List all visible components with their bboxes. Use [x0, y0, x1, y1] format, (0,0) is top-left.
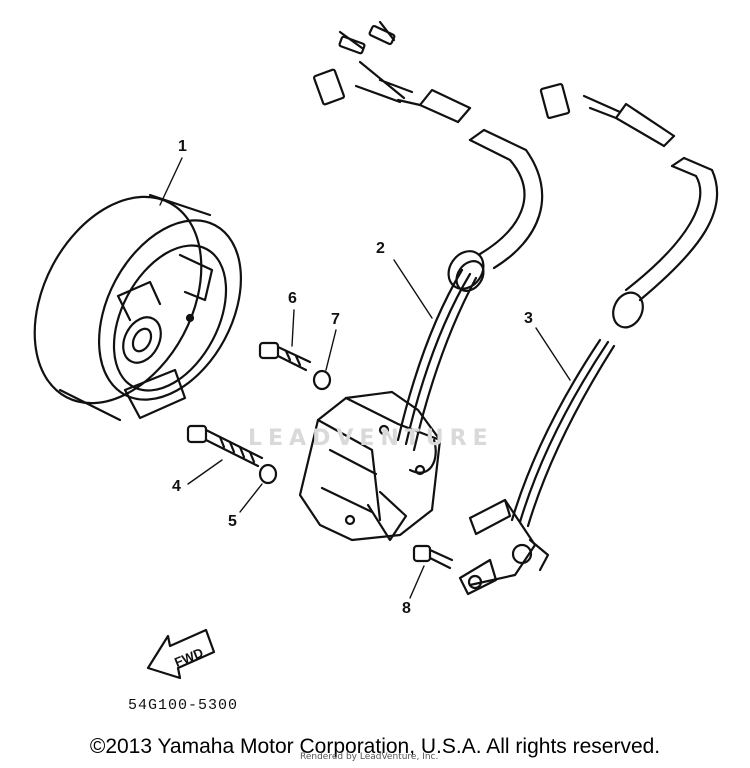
- fwd-label: FWD: [172, 645, 205, 670]
- part-label-1: 1: [178, 138, 187, 155]
- leader-line-4: [187, 459, 223, 485]
- long-bolt: [186, 424, 264, 468]
- fwd-arrow-icon: [146, 628, 216, 680]
- leader-line-8: [409, 565, 425, 599]
- watermark: LEADVENTURE: [248, 426, 494, 451]
- flywheel-rotor: [33, 193, 243, 422]
- part-label-5: 5: [228, 513, 237, 530]
- part-label-2: 2: [376, 240, 385, 257]
- leader-line-1: [159, 157, 183, 206]
- leader-line-5: [239, 483, 263, 513]
- part-label-3: 3: [524, 310, 533, 327]
- part-label-6: 6: [288, 290, 297, 307]
- part-label-4: 4: [172, 478, 181, 495]
- part-label-8: 8: [402, 600, 411, 617]
- washer-upper: [312, 369, 332, 391]
- pickup-bolt: [412, 544, 454, 570]
- leader-line-6: [291, 309, 295, 347]
- diagram-part-number: 54G100-5300: [128, 697, 239, 714]
- leader-line-3: [535, 327, 571, 381]
- pickup-coil: [458, 83, 719, 596]
- stator-wire-harness: [312, 20, 544, 474]
- stator-coil: [298, 390, 442, 542]
- washer-lower: [258, 463, 278, 485]
- copyright-notice: ©2013 Yamaha Motor Corporation, U.S.A. A…: [89, 735, 661, 758]
- leader-line-7: [325, 329, 337, 371]
- short-bolt: [258, 341, 312, 372]
- part-label-7: 7: [331, 311, 340, 328]
- leader-line-2: [393, 259, 433, 319]
- rendered-by-note: Rendered by LeadVenture, Inc.: [300, 752, 439, 762]
